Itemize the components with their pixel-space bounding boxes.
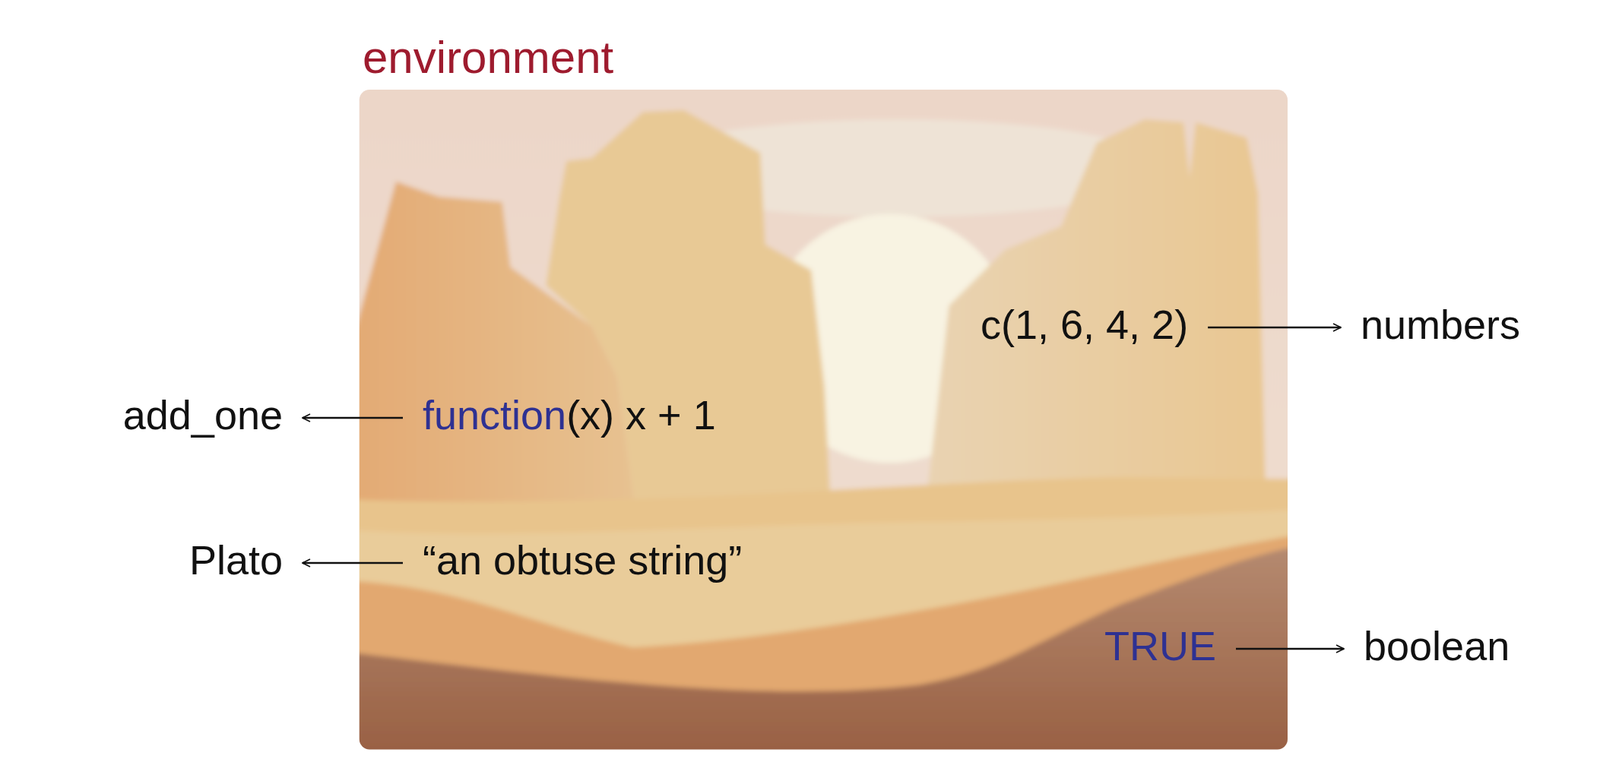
code-text: Plato (189, 537, 283, 583)
code-text: TRUE (1104, 623, 1217, 669)
value-text: c(1, 6, 4, 2) (977, 298, 1192, 352)
code-text: c(1, 6, 4, 2) (980, 301, 1189, 348)
code-text: add_one (123, 392, 283, 438)
assignment-arrow (1207, 326, 1341, 329)
environment-panel: environmentc(1, 6, 4, 2)function(x) x + … (359, 89, 1288, 751)
mesa-right (923, 119, 1288, 526)
code-text: boolean (1363, 623, 1510, 669)
value-text: function(x) x + 1 (419, 389, 720, 442)
assignment-arrow (302, 562, 403, 564)
landscape (359, 89, 1288, 750)
name-label: add_one (120, 389, 286, 442)
value-text: TRUE (1101, 620, 1220, 673)
illustration-clip (359, 89, 1288, 750)
mesa-middle (545, 110, 832, 526)
code-text: “an obtuse string” (422, 537, 742, 583)
ground-band (359, 477, 1288, 750)
code-text: (x) x + 1 (566, 392, 717, 438)
environment-heading: environment (362, 30, 614, 86)
name-label: boolean (1360, 620, 1513, 673)
assignment-arrow (1235, 648, 1344, 650)
code-text: function (422, 392, 567, 438)
name-label: Plato (186, 534, 286, 587)
ground-band (359, 510, 1288, 750)
ground-band (359, 535, 1288, 751)
code-text: numbers (1360, 301, 1521, 348)
value-text: “an obtuse string” (419, 534, 745, 587)
name-label: numbers (1357, 298, 1524, 352)
assignment-arrow (302, 417, 403, 419)
sky (359, 89, 1288, 750)
